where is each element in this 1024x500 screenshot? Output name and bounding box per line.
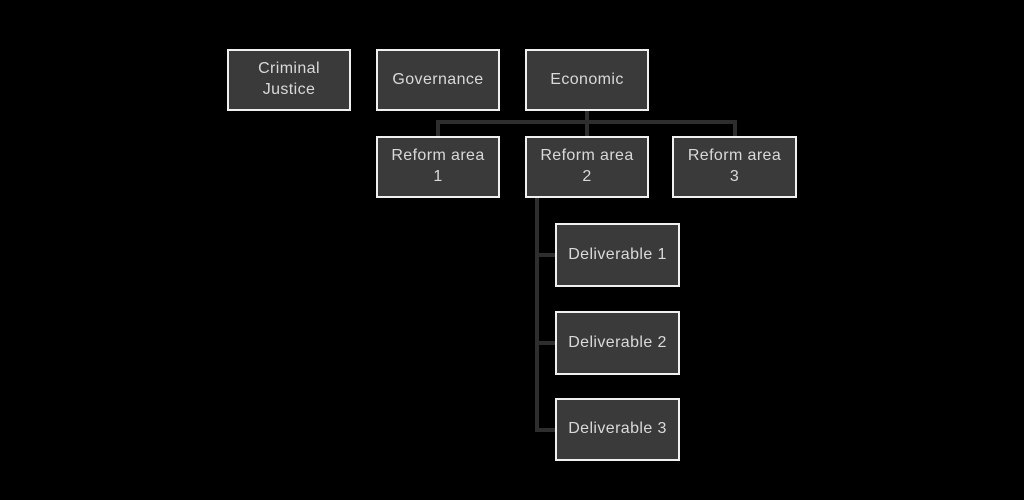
node-criminal-justice[interactable]: Criminal Justice <box>227 49 351 111</box>
connector-reform1-down <box>436 120 440 136</box>
connector-reform3-down <box>733 120 737 136</box>
node-reform-area-3-label: Reform area 3 <box>687 147 782 185</box>
node-deliverable-3-label: Deliverable 3 <box>568 420 667 438</box>
node-deliverable-1[interactable]: Deliverable 1 <box>555 223 680 287</box>
connector-deliverable2-stub <box>535 341 555 345</box>
node-governance[interactable]: Governance <box>376 49 500 111</box>
connector-reform2-down <box>585 120 589 136</box>
connector-deliverable1-stub <box>535 253 555 257</box>
connector-deliverable3-stub <box>535 428 555 432</box>
node-reform-area-2[interactable]: Reform area 2 <box>525 136 649 198</box>
node-deliverable-2-label: Deliverable 2 <box>568 333 667 351</box>
connector-economic-down <box>585 111 589 124</box>
node-economic-label: Economic <box>550 70 624 88</box>
node-reform-area-1-label: Reform area 1 <box>391 147 485 185</box>
node-reform-area-3[interactable]: Reform area 3 <box>672 136 797 198</box>
node-criminal-justice-label: Criminal Justice <box>258 60 320 98</box>
node-reform-area-1[interactable]: Reform area 1 <box>376 136 500 198</box>
node-governance-label: Governance <box>392 70 484 88</box>
connector-reform2-hanging <box>535 198 539 432</box>
node-deliverable-3[interactable]: Deliverable 3 <box>555 398 680 461</box>
node-economic[interactable]: Economic <box>525 49 649 111</box>
node-deliverable-1-label: Deliverable 1 <box>568 245 667 263</box>
node-deliverable-2[interactable]: Deliverable 2 <box>555 311 680 375</box>
node-reform-area-2-label: Reform area 2 <box>540 147 634 185</box>
